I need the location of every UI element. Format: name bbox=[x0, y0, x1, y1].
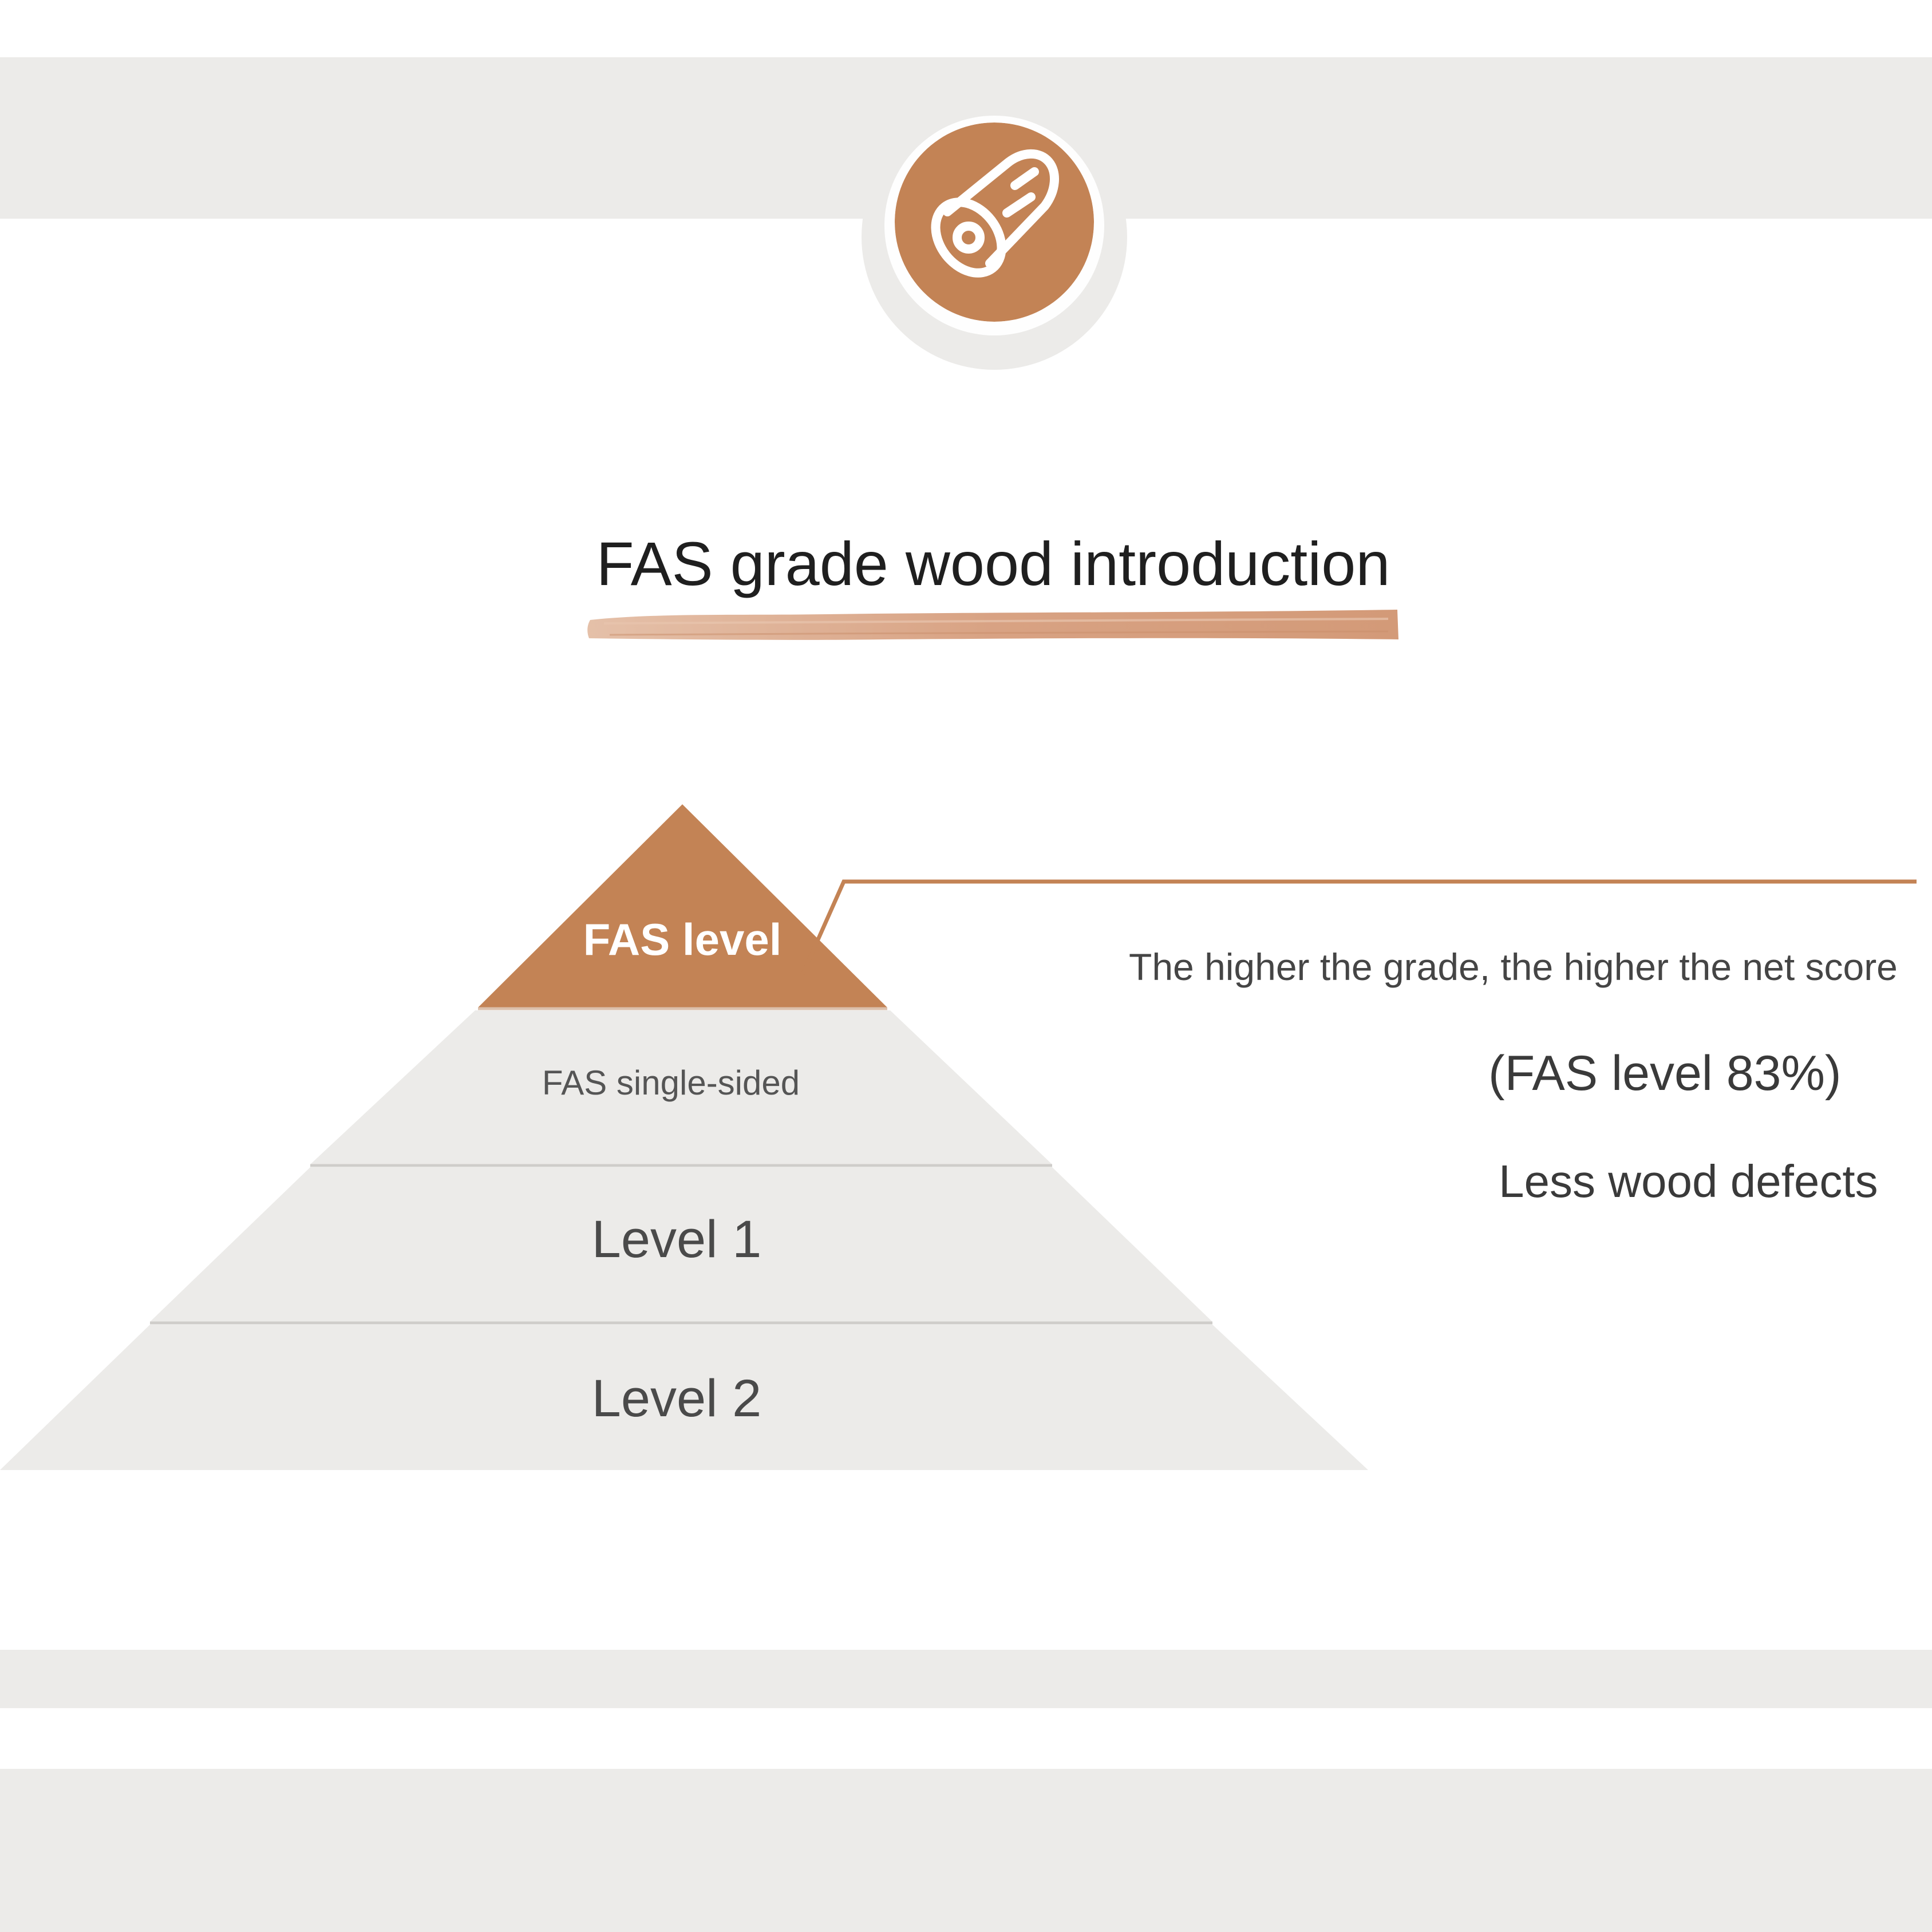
info-fas-percentage: (FAS level 83%) bbox=[1488, 1046, 1842, 1101]
level-label-level-2: Level 2 bbox=[592, 1369, 762, 1428]
middle-band bbox=[0, 1650, 1932, 1708]
level-label-level-1: Level 1 bbox=[592, 1210, 762, 1269]
callout-line bbox=[800, 879, 1917, 975]
level-label-fas: FAS level bbox=[583, 914, 782, 965]
info-grade-score: The higher the grade, the higher the net… bbox=[1129, 946, 1898, 988]
pyramid-tier-fas-single-sided bbox=[310, 1010, 1052, 1164]
bottom-band bbox=[0, 1769, 1932, 1932]
info-defects: Less wood defects bbox=[1499, 1156, 1878, 1207]
level-label-fas-single-sided: FAS single-sided bbox=[542, 1064, 800, 1102]
pyramid-tier-fas bbox=[478, 804, 887, 1008]
pyramid-tier-level-1 bbox=[150, 1167, 1212, 1322]
page-title: FAS grade wood introduction bbox=[596, 529, 1390, 598]
pyramid-tier-level-2 bbox=[0, 1325, 1368, 1470]
badge bbox=[895, 123, 1094, 322]
title-underline bbox=[587, 610, 1398, 640]
log-icon bbox=[895, 123, 1094, 322]
